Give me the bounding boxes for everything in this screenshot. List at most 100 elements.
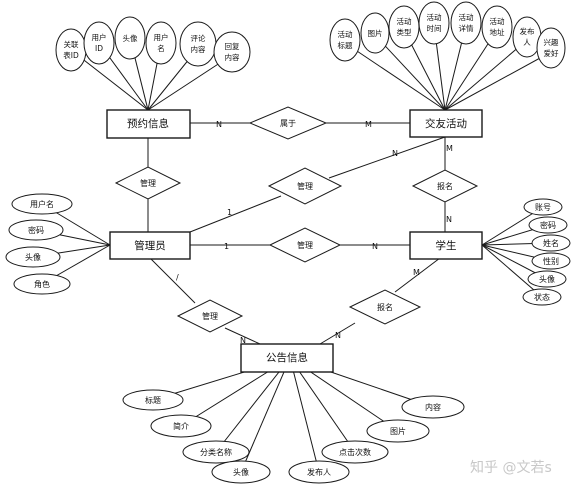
entity-notice-label: 公告信息: [266, 351, 308, 364]
relationship-manage-activity: 管理: [267, 167, 343, 205]
card-admin-act: 1: [227, 208, 232, 217]
attr-notice-4-label: 发布人: [307, 467, 331, 477]
attr-student: 头像: [527, 270, 567, 288]
attr-activity-0-line2: 标题: [338, 40, 353, 50]
attr-activity-4-line1: 活动: [459, 12, 474, 22]
attr-appointment: 回复 内容: [213, 31, 251, 73]
attr-appointment-0-line1: 关联: [64, 39, 79, 49]
relationship-manage-student: 管理: [268, 227, 342, 263]
attr-student: 状态: [522, 288, 562, 306]
relationship-belongs-label: 属于: [280, 119, 296, 128]
entity-notice: 公告信息: [240, 343, 334, 373]
cardinality-labels: N M 1 N M N 1 N / N N M: [176, 120, 453, 345]
attr-appointment-3-line2: 名: [157, 43, 165, 53]
attr-activity-7-line2: 爱好: [544, 48, 559, 58]
attr-activity-7-line1: 兴趣: [544, 37, 559, 47]
admin-attributes: 用户名 密码 头像 角色: [5, 193, 73, 295]
entity-admin-label: 管理员: [134, 239, 166, 252]
attr-appointment: 评论 内容: [179, 21, 217, 67]
relationship-register-notice: 报名: [348, 289, 422, 325]
attr-student-5-label: 状态: [534, 292, 550, 302]
attr-notice-3-label: 头像: [233, 467, 249, 477]
relationship-manage-student-label: 管理: [297, 240, 313, 250]
attr-activity-6-line1: 发布: [520, 26, 535, 36]
attr-appointment-5-line2: 内容: [225, 52, 240, 62]
attr-appointment-1-line2: ID: [95, 44, 103, 53]
attr-appointment-2-line1: 头像: [123, 33, 138, 43]
attr-notice-2-label: 分类名称: [200, 447, 232, 457]
card-act-register: M: [446, 144, 453, 153]
attr-appointment-4-line2: 内容: [191, 44, 206, 54]
attr-appointment-1-line1: 用户: [92, 32, 107, 42]
attr-notice: 点击次数: [321, 440, 389, 464]
relationship-register-notice-label: 报名: [377, 302, 393, 312]
attr-notice-1-label: 简介: [173, 421, 189, 431]
attr-notice: 简介: [150, 414, 212, 438]
attr-activity-3-line1: 活动: [427, 12, 442, 22]
attr-notice: 图片: [366, 419, 430, 443]
notice-attributes: 标题 简介 分类名称 头像 发布人 点击次数 图片 内容: [122, 389, 465, 484]
relationship-belongs: 属于: [248, 106, 328, 140]
card-register-stu: N: [446, 215, 452, 224]
entity-admin: 管理员: [109, 231, 191, 260]
relationship-lines: [147, 122, 446, 345]
attr-admin: 密码: [8, 219, 64, 241]
attr-appointment-5-line1: 回复: [225, 41, 240, 51]
relationship-manage-notice: 管理: [176, 299, 244, 333]
attr-notice: 内容: [401, 395, 465, 419]
relationship-manage-appointment: 管理: [114, 166, 182, 200]
attr-appointment-4-line1: 评论: [191, 33, 206, 43]
attr-activity: 图片: [360, 12, 390, 54]
attr-activity-5-line2: 地址: [490, 27, 505, 37]
attr-activity: 兴趣 爱好: [536, 27, 566, 69]
attr-student-3-label: 性别: [543, 256, 559, 266]
attr-notice: 分类名称: [182, 440, 250, 464]
attr-notice: 标题: [122, 389, 184, 411]
entity-appointment-label: 预约信息: [127, 117, 169, 130]
attr-admin: 角色: [13, 273, 71, 295]
attr-notice: 头像: [211, 460, 271, 484]
attr-activity-6-line2: 人: [523, 38, 531, 47]
attr-notice-0-label: 标题: [145, 395, 161, 405]
entity-student-label: 学生: [436, 239, 457, 252]
relationship-manage-activity-label: 管理: [297, 181, 313, 191]
attr-student: 密码: [528, 216, 568, 234]
attr-admin: 头像: [5, 246, 61, 268]
attr-activity: 活动 标题: [329, 18, 361, 62]
attr-notice: 发布人: [288, 460, 350, 484]
attr-admin-0-label: 用户名: [30, 199, 54, 209]
attr-appointment: 关联 表ID: [55, 28, 87, 72]
attr-appointment-0-line2: 表ID: [63, 50, 79, 60]
attr-admin: 用户名: [11, 193, 73, 215]
attr-student: 姓名: [531, 234, 571, 252]
attr-admin-1-label: 密码: [28, 225, 44, 235]
attr-activity-2-line2: 类型: [397, 27, 412, 37]
entity-student: 学生: [409, 231, 483, 260]
attr-admin-2-label: 头像: [25, 252, 41, 262]
attr-activity-2-line1: 活动: [397, 16, 412, 26]
relationship-manage-notice-label: 管理: [202, 311, 218, 321]
attr-activity-4-line2: 详情: [459, 23, 474, 33]
attr-activity: 活动 类型: [388, 5, 420, 49]
student-attributes: 账号 密码 姓名 性别 头像 状态: [522, 198, 571, 306]
attr-activity: 活动 地址: [481, 5, 513, 49]
attr-student-2-label: 姓名: [543, 238, 559, 248]
attr-activity: 活动 时间: [418, 1, 450, 45]
card-appt-belongs: N: [216, 120, 222, 129]
attr-student-1-label: 密码: [540, 220, 556, 230]
relationship-manage-appointment-label: 管理: [140, 178, 156, 188]
card-belongs-act: M: [365, 120, 372, 129]
attr-notice-6-label: 图片: [390, 426, 406, 436]
attr-activity-0-line1: 活动: [338, 29, 353, 39]
attr-activity-3-line2: 时间: [427, 23, 442, 33]
attr-student-4-label: 头像: [539, 274, 555, 284]
attr-student-0-label: 账号: [535, 203, 551, 212]
card-admin-notice: /: [176, 273, 179, 282]
card-admin-stu-many: N: [372, 242, 378, 251]
attr-notice-5-label: 点击次数: [339, 447, 371, 457]
attr-activity-5-line1: 活动: [490, 16, 505, 26]
attr-appointment: 头像: [114, 16, 146, 60]
appointment-attributes: 关联 表ID 用户 ID 头像 用户 名 评论 内容 回复 内容: [55, 16, 251, 73]
relationship-register-activity: 报名: [411, 169, 479, 203]
